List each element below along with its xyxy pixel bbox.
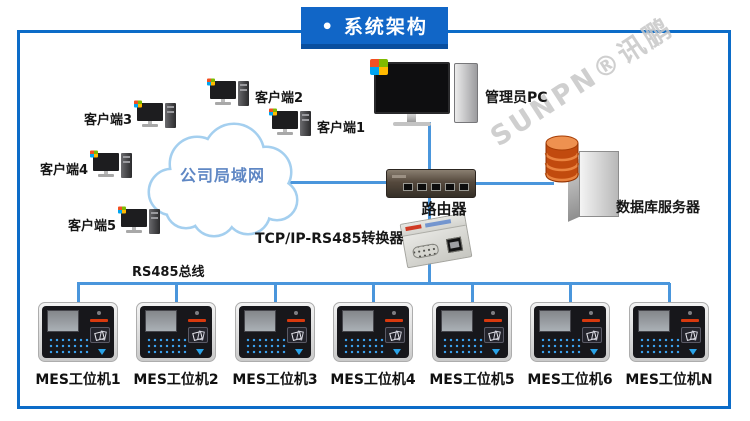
mes-terminal-icon [235,302,315,362]
rfid-reader-icon [484,327,504,343]
rs485-bus-label: RS485总线 [132,265,205,280]
brand-logo-icon [492,349,500,355]
brand-logo-icon [689,349,697,355]
client-1: 客户端1 [269,106,366,146]
client-3: 客户端3 [84,98,177,138]
brand-logo-icon [393,349,401,355]
rfid-reader-icon [90,327,110,343]
rfid-reader-icon [681,327,701,343]
mes-terminal-icon [136,302,216,362]
keypad-icon [145,336,189,355]
admin-pc-label: 管理员PC [485,90,548,106]
brand-logo-icon [295,349,303,355]
lan-cloud-label: 公司局域网 [179,166,265,185]
windows-logo-icon [269,108,277,116]
brand-logo-icon [196,349,204,355]
bus-drop-4 [372,283,375,304]
desktop-pc-icon [269,108,312,141]
desktop-pc-icon [90,150,133,183]
workstation-label: MES工位机5 [429,372,515,388]
desktop-pc-icon [118,206,161,239]
windows-logo-icon [207,78,215,86]
workstation-label: MES工位机N [625,372,713,388]
admin-pc-icon [370,59,482,128]
router-icon [386,169,476,198]
database-server-label: 数据库服务器 [616,200,700,216]
router-label: 路由器 [421,200,467,218]
rfid-reader-icon [385,327,405,343]
rfid-reader-icon [287,327,307,343]
title-banner: • 系统架构 [301,7,448,49]
windows-logo-icon [90,150,99,158]
bus-drop-3 [274,283,277,304]
brand-logo-icon [590,349,598,355]
client-label: 客户端1 [317,120,366,136]
keypad-icon [539,336,583,355]
client-4: 客户端4 [40,148,133,188]
server-tower-icon [566,147,624,223]
bus-drop-7 [668,283,671,304]
workstation-label: MES工位机4 [330,372,416,388]
keypad-icon [342,336,386,355]
lan-cloud-icon [147,122,299,238]
mes-terminal-icon [629,302,709,362]
converter-label: TCP/IP-RS485转换器 [255,231,404,247]
line-adminpc-to-router [428,122,431,172]
bus-drop-6 [569,283,572,304]
keypad-icon [244,336,288,355]
page-title: • 系统架构 [321,16,428,38]
windows-logo-icon [118,206,127,214]
windows-logo-icon [370,59,388,75]
workstation-label: MES工位机3 [232,372,318,388]
mes-terminal-icon [530,302,610,362]
bus-drop-2 [175,283,178,304]
workstation-label: MES工位机2 [133,372,219,388]
desktop-pc-icon [134,100,177,133]
client-label: 客户端2 [255,90,304,106]
rfid-reader-icon [188,327,208,343]
database-cylinder-icon [544,135,580,183]
client-label: 客户端5 [68,218,117,234]
db9-port-icon [411,242,440,260]
keypad-icon [638,336,682,355]
client-label: 客户端3 [84,112,133,128]
keypad-icon [47,336,91,355]
rfid-reader-icon [582,327,602,343]
client-2: 客户端2 [207,76,304,116]
desktop-pc-icon [207,78,250,111]
bus-drop-5 [471,283,474,304]
line-router-to-database [474,182,554,185]
client-label: 客户端4 [40,162,89,178]
mes-terminal-icon [38,302,118,362]
line-cloud-to-router [290,181,390,184]
keypad-icon [441,336,485,355]
workstation-label: MES工位机1 [35,372,121,388]
workstation-label: MES工位机6 [527,372,613,388]
windows-logo-icon [134,100,143,108]
client-5: 客户端5 [68,204,161,244]
rj45-port-icon [445,236,464,254]
mes-terminal-icon [432,302,512,362]
mes-terminal-icon [333,302,413,362]
bus-drop-1 [77,283,80,304]
brand-logo-icon [98,349,106,355]
